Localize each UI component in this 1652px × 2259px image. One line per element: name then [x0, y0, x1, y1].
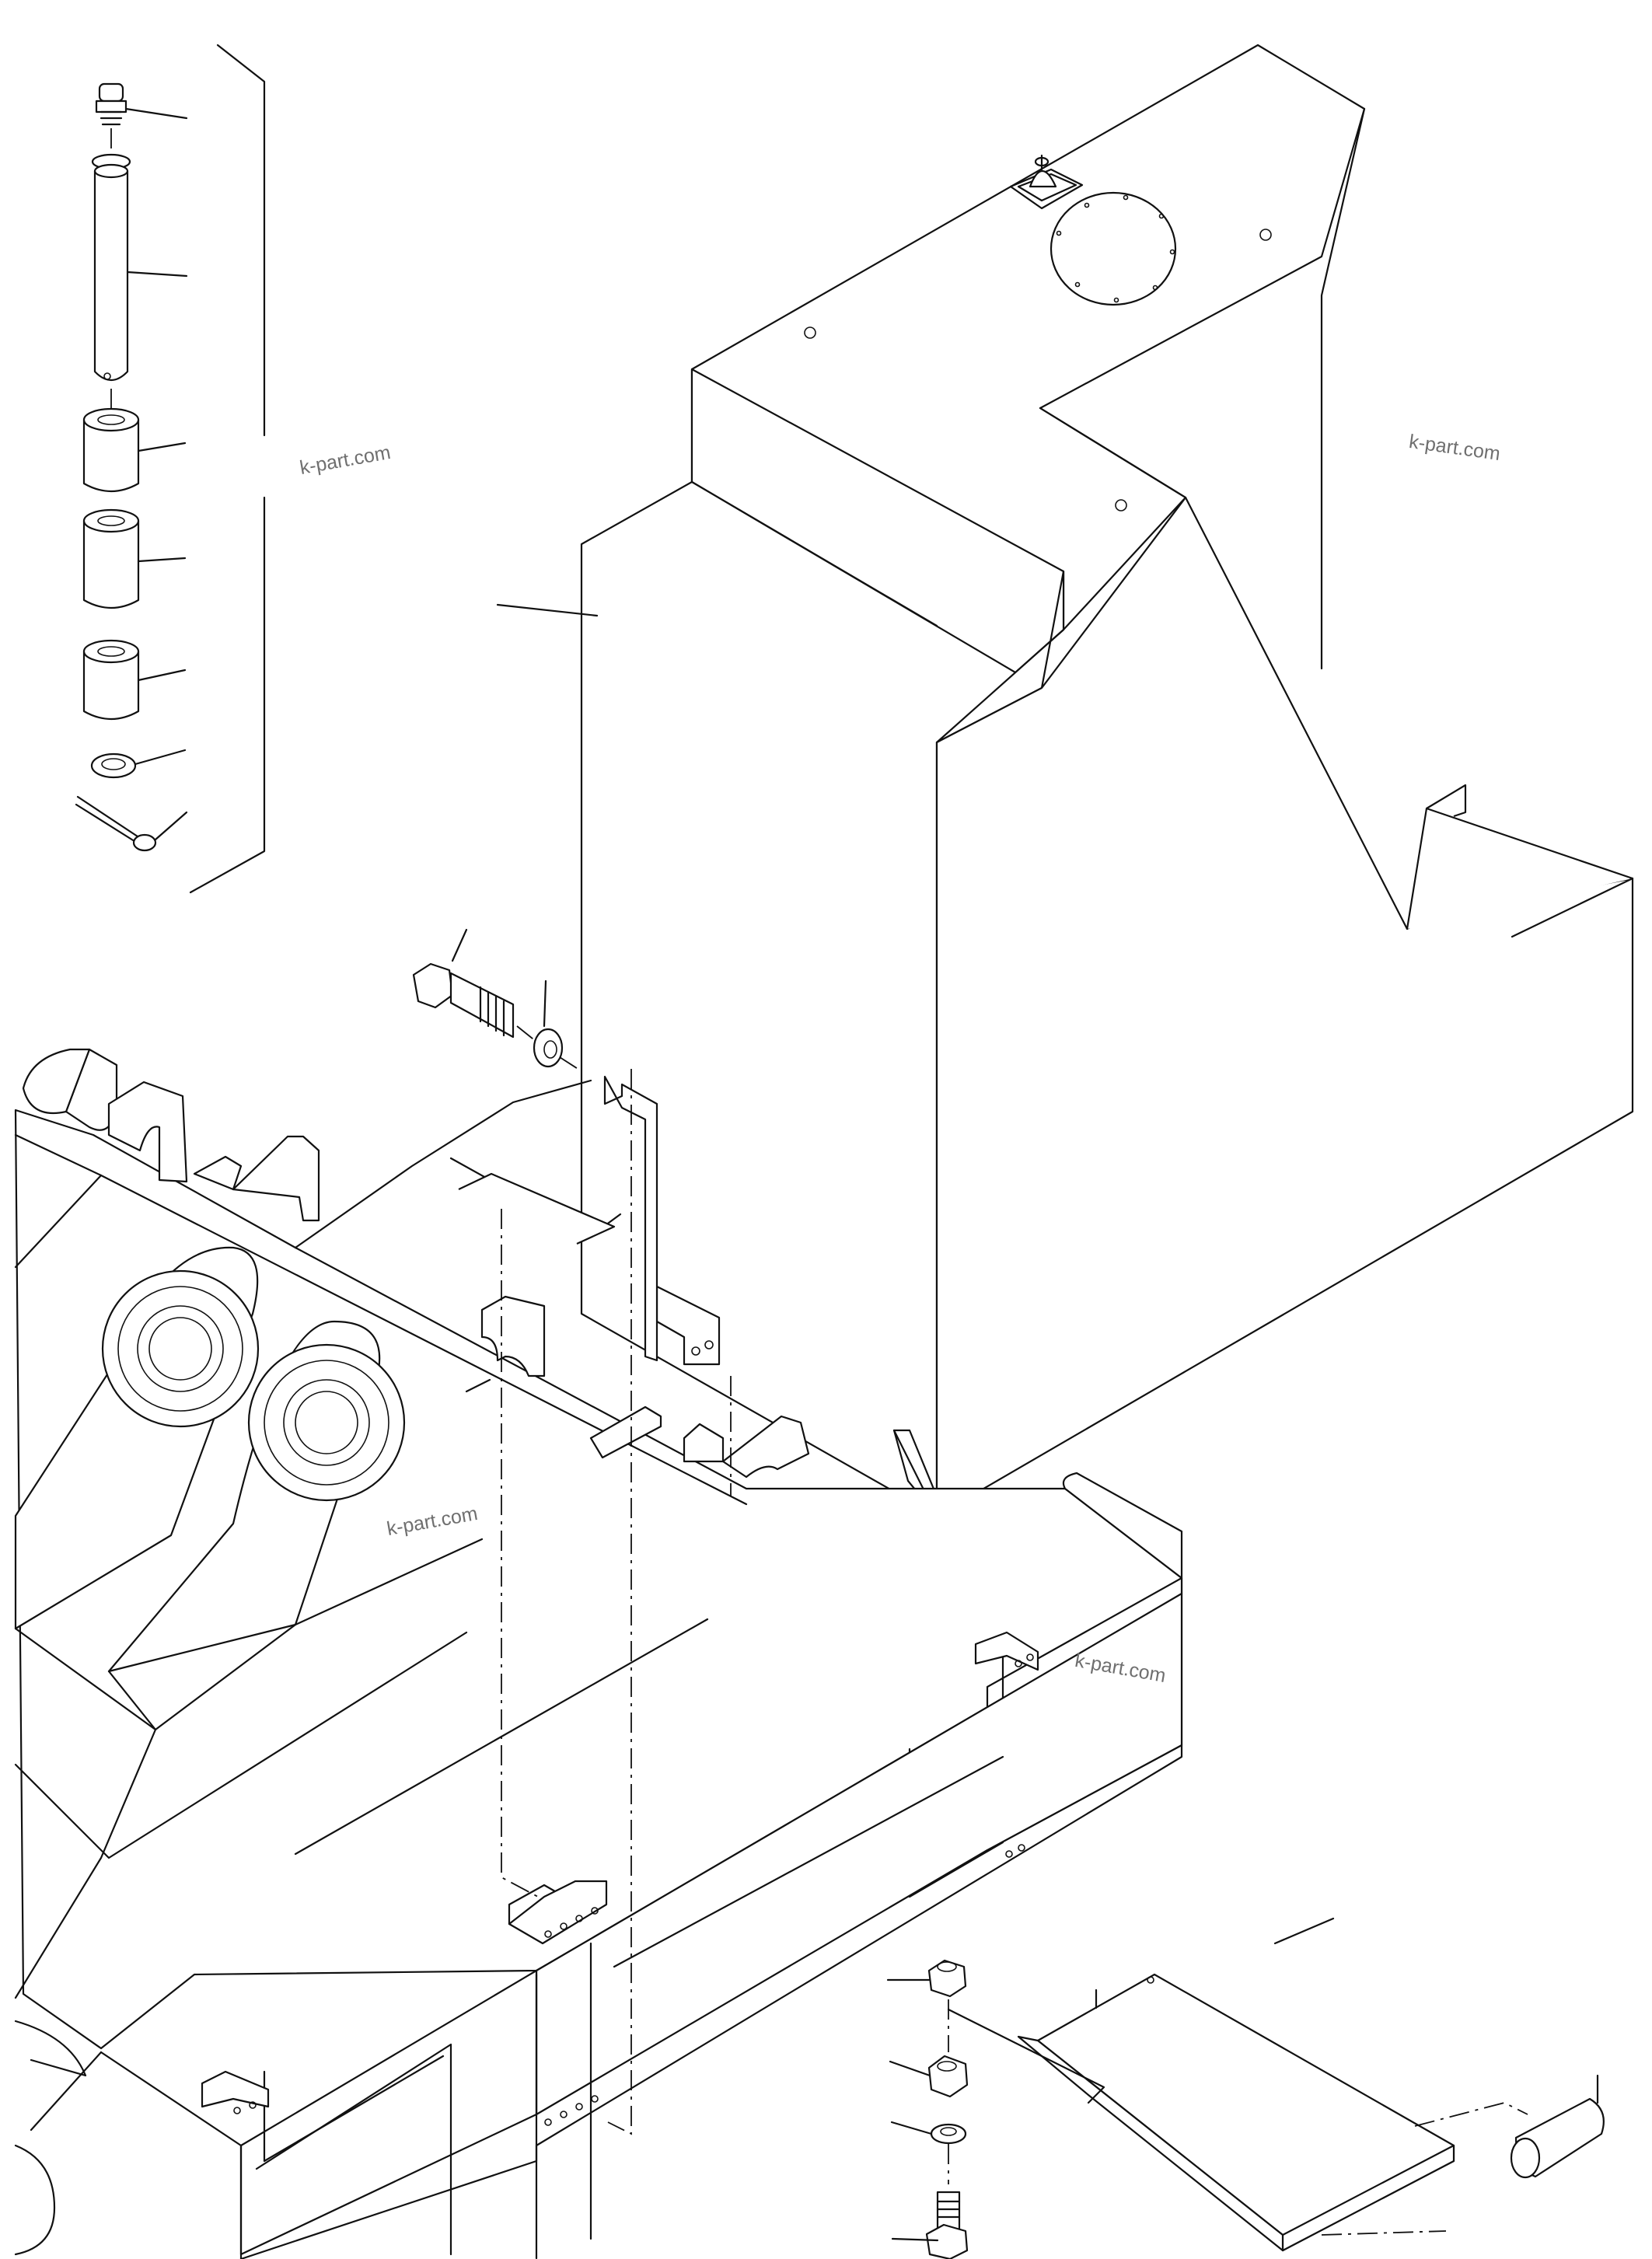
pin-assembly-inset: [75, 44, 266, 894]
nut-icon: [889, 2055, 969, 2098]
mounting-lug: [201, 2070, 270, 2114]
tank-leader-line: [496, 603, 599, 617]
pivot-boss-icon: [107, 1320, 406, 1731]
port-icon: [1115, 499, 1127, 512]
assembly-centre-line: [607, 1069, 632, 2135]
mounting-lug: [508, 1880, 608, 1945]
lock-nut-icon: [886, 1959, 967, 1998]
port-icon: [804, 326, 816, 339]
inset-bracket-lower: [189, 496, 266, 894]
mounting-lug: [974, 1631, 1039, 1671]
cotter-pin-icon: [75, 795, 188, 852]
washer-upper: [533, 979, 582, 1072]
port-icon: [1259, 229, 1272, 241]
bushing-icon: [82, 407, 187, 492]
fastener-stack: [886, 1959, 969, 2259]
hex-bolt-icon: [891, 2191, 969, 2259]
pivot-boss-icon: [14, 1246, 260, 1630]
breather-cap-icon: [1009, 154, 1084, 210]
frame-structure: [14, 1048, 1183, 2259]
hex-bolt-head-icon: [412, 962, 454, 1009]
bushing-icon: [82, 639, 187, 720]
grease-fitting-icon: [95, 82, 188, 126]
pin-icon: [91, 153, 188, 382]
washer-icon: [90, 749, 187, 779]
cylinder-pin-icon: [1510, 2074, 1605, 2179]
assembly-centre-line: [501, 1209, 539, 1898]
bolt-upper: [412, 928, 537, 1042]
hydraulic-tank: [496, 44, 1634, 1517]
inspection-cover-icon: [1050, 191, 1177, 306]
washer-icon: [890, 2121, 967, 2145]
inset-bracket: [216, 44, 266, 437]
cover-plate-assembly: [947, 1917, 1605, 2252]
bushing-icon: [82, 508, 187, 609]
